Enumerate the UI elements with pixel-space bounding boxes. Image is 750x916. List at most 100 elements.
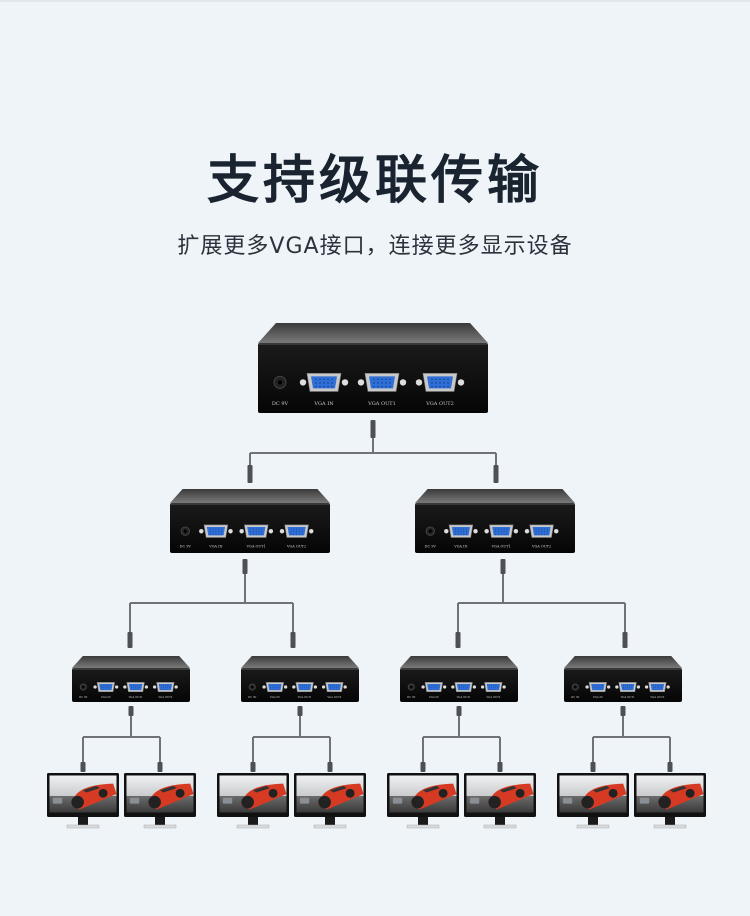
monitor-stand-base — [143, 824, 177, 829]
screw-icon — [93, 685, 97, 689]
car-window — [670, 785, 687, 793]
screw-icon — [262, 685, 266, 689]
vga-in-port: VGA IN — [93, 682, 119, 699]
cables-layer — [80, 420, 673, 772]
vga-out2-port: VGA OUT2 — [321, 682, 347, 699]
device-top-face — [170, 489, 330, 503]
car-wheel — [411, 795, 424, 809]
port-label: VGA IN — [453, 544, 467, 548]
monitor-stand-neck — [78, 817, 88, 826]
vga-out1-port: VGA OUT1 — [123, 682, 149, 699]
port-label: VGA OUT2 — [326, 696, 341, 699]
vga-in-port: VGA IN — [262, 682, 288, 699]
car-wheel — [515, 788, 525, 798]
monitor-display — [634, 773, 706, 829]
car-wheel — [71, 795, 84, 809]
monitor-stand-neck — [155, 817, 165, 826]
monitors-layer — [47, 773, 706, 829]
page-title: 支持级联传输 — [206, 151, 543, 211]
screw-icon — [666, 685, 670, 689]
screw-icon — [341, 379, 349, 386]
screw-icon — [174, 685, 178, 689]
screw-icon — [442, 685, 447, 689]
port-label: VGA OUT1 — [491, 544, 511, 548]
vga-out1-port: VGA OUT1 — [357, 373, 407, 407]
screw-icon — [421, 685, 425, 689]
car-wheel — [241, 795, 254, 809]
screw-icon — [451, 685, 455, 689]
car-wheel — [345, 788, 355, 798]
monitor-stand-neck — [248, 817, 258, 826]
port-label: VGA OUT2 — [425, 401, 454, 407]
port-label: VGA IN — [428, 696, 440, 699]
screw-icon — [123, 685, 127, 689]
device-top-face — [241, 656, 359, 668]
port-label: VGA OUT2 — [649, 696, 664, 699]
screw-icon — [524, 528, 530, 534]
car-wheel — [148, 795, 161, 809]
monitor-display — [294, 773, 366, 829]
screw-icon — [484, 528, 489, 534]
vga-plug-icon — [247, 465, 253, 483]
screw-icon — [313, 685, 318, 689]
vga-out1-port: VGA OUT1 — [292, 682, 318, 699]
screw-icon — [399, 379, 407, 386]
vga-plug-icon — [420, 762, 426, 772]
screw-icon — [144, 685, 149, 689]
power-label: DC 9V — [79, 696, 87, 699]
port-label: VGA OUT2 — [157, 696, 172, 699]
port-label: VGA IN — [208, 544, 222, 548]
screw-icon — [615, 685, 619, 689]
vga-out1-port: VGA OUT1 — [484, 524, 519, 548]
vga-plug-icon — [297, 706, 303, 716]
screw-icon — [299, 379, 307, 386]
screw-icon — [606, 685, 611, 689]
monitor-stand-neck — [418, 817, 428, 826]
car-wheel — [438, 788, 448, 798]
device-top-face — [415, 489, 575, 503]
device-top-face — [258, 323, 488, 343]
car-window — [160, 785, 177, 793]
background-car — [222, 797, 233, 804]
screw-icon — [457, 379, 465, 386]
vga-plug-icon — [80, 762, 86, 772]
monitor-display — [47, 773, 119, 829]
power-label: DC 9V — [425, 544, 437, 548]
vga-plug-icon — [667, 762, 673, 772]
car-wheel — [608, 788, 618, 798]
page-subtitle: 扩展更多VGA接口，连接更多显示设备 — [177, 234, 573, 259]
vga-plug-icon — [242, 559, 248, 574]
device-top-face — [72, 656, 190, 668]
device-top-face — [564, 656, 682, 668]
port-label: VGA OUT1 — [128, 696, 143, 699]
car-wheel — [658, 795, 671, 809]
background-car — [129, 797, 140, 804]
monitor-stand-base — [406, 824, 440, 829]
top-border — [0, 0, 750, 2]
monitor-display — [387, 773, 459, 829]
vga-plug-icon — [620, 706, 626, 716]
vga-out2-port: VGA OUT2 — [152, 682, 178, 699]
car-window — [253, 785, 270, 793]
screw-icon — [513, 528, 519, 534]
port-label: VGA IN — [313, 401, 334, 407]
power-label: DC 9V — [180, 544, 192, 548]
car-wheel — [268, 788, 278, 798]
vga-in-port: VGA IN — [444, 524, 478, 548]
port-label: VGA OUT1 — [297, 696, 312, 699]
car-wheel — [685, 788, 695, 798]
car-window — [83, 785, 100, 793]
car-wheel — [175, 788, 185, 798]
device-top-face — [400, 656, 518, 668]
vga-plug-icon — [497, 762, 503, 772]
background-car — [562, 797, 573, 804]
monitor-stand-base — [236, 824, 270, 829]
port-label: VGA OUT2 — [531, 544, 551, 548]
screw-icon — [283, 685, 288, 689]
monitor-display — [557, 773, 629, 829]
vga-plug-icon — [327, 762, 333, 772]
